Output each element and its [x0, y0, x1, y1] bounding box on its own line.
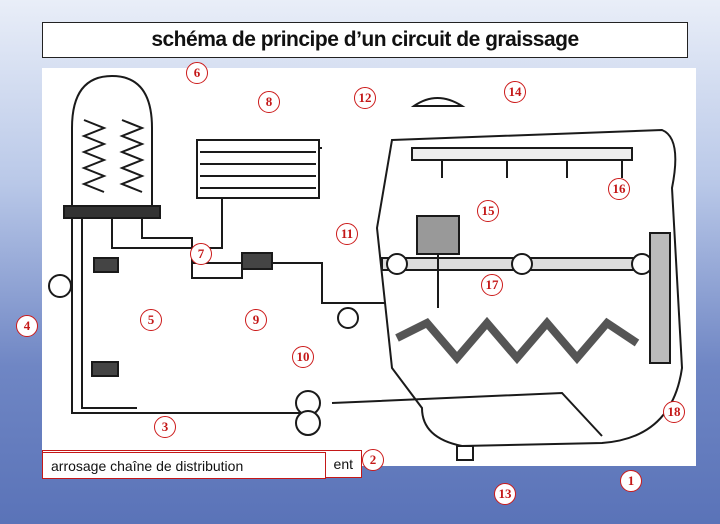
callout-11: 11: [336, 223, 358, 245]
callout-17: 17: [481, 274, 503, 296]
caption-box: arrosage chaîne de distribution: [42, 452, 326, 479]
filter-spring-left: [81, 119, 107, 193]
crankshaft: [395, 316, 640, 365]
callout-9: 9: [245, 309, 267, 331]
callout-18: 18: [663, 401, 685, 423]
engine-block: [375, 128, 684, 448]
callout-5: 5: [140, 309, 162, 331]
piston: [416, 215, 460, 255]
bypass-valve: [241, 252, 273, 270]
title-banner: schéma de principe d’un circuit de grais…: [42, 22, 688, 58]
page-title: schéma de principe d’un circuit de grais…: [151, 28, 579, 51]
oil-cooler: [196, 139, 320, 199]
filler-cap: [410, 97, 466, 107]
pressure-gauge-10: [337, 307, 359, 329]
caption-fragment: ent: [333, 456, 353, 472]
callout-13: 13: [494, 483, 516, 505]
callout-10: 10: [292, 346, 314, 368]
lubrication-diagram: [42, 68, 696, 466]
relief-valve: [93, 257, 119, 273]
pressure-gauge-4: [48, 274, 72, 298]
callout-12: 12: [354, 87, 376, 109]
timing-gear: [649, 232, 671, 364]
callout-2: 2: [362, 449, 384, 471]
oil-pump-lower: [295, 410, 321, 436]
drain-plug: [456, 445, 474, 461]
callout-1: 1: [620, 470, 642, 492]
callout-3: 3: [154, 416, 176, 438]
callout-16: 16: [608, 178, 630, 200]
oil-filter: [71, 74, 153, 207]
filter-spring-right: [119, 119, 145, 193]
filter-base: [63, 205, 161, 219]
callout-4: 4: [16, 315, 38, 337]
callout-7: 7: [190, 243, 212, 265]
callout-15: 15: [477, 200, 499, 222]
callout-8: 8: [258, 91, 280, 113]
callout-6: 6: [186, 62, 208, 84]
callout-14: 14: [504, 81, 526, 103]
rocker-shaft: [411, 147, 633, 161]
caption-text: arrosage chaîne de distribution: [51, 457, 244, 474]
spray-valve: [91, 361, 119, 377]
